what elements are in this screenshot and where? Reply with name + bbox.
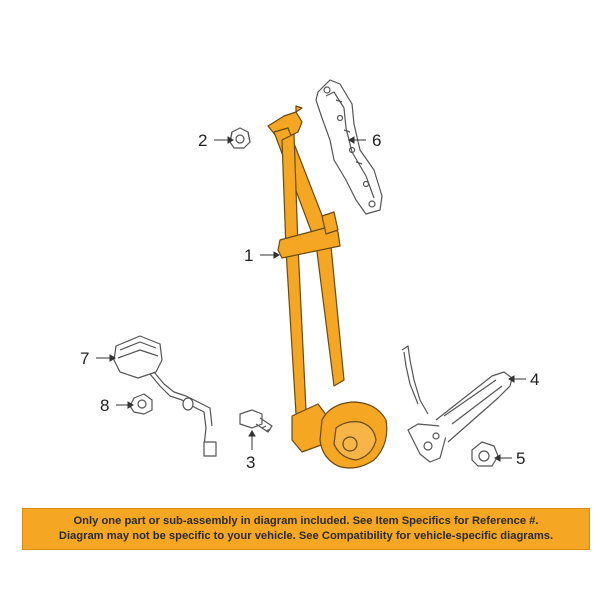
callout-4: 4 xyxy=(530,370,539,389)
part-8-nut xyxy=(129,393,153,415)
disclaimer-line-1: Only one part or sub-assembly in diagram… xyxy=(73,515,539,527)
callout-5: 5 xyxy=(516,449,525,468)
callout-8: 8 xyxy=(100,396,109,415)
callout-7: 7 xyxy=(80,349,89,368)
part-6-height-adjuster xyxy=(315,79,383,215)
part-5-nut xyxy=(471,441,499,467)
part-1-seat-belt-assembly xyxy=(267,105,388,469)
callout-3: 3 xyxy=(246,453,255,472)
callout-6: 6 xyxy=(372,131,381,150)
part-7-buckle xyxy=(113,335,217,457)
part-2-nut xyxy=(229,127,251,149)
disclaimer-line-2: Diagram may not be specific to your vehi… xyxy=(58,530,554,542)
callout-1: 1 xyxy=(244,246,253,265)
callout-2: 2 xyxy=(198,131,207,150)
part-3-bolt xyxy=(239,409,273,433)
part-4-pretensioner xyxy=(401,345,513,463)
disclaimer-banner: Only one part or sub-assembly in diagram… xyxy=(22,508,590,550)
